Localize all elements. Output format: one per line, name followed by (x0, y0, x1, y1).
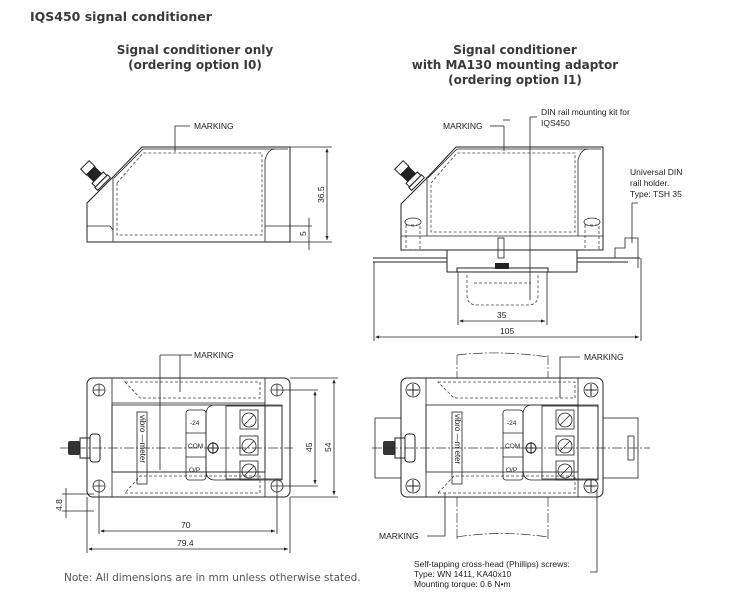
dim-4-8: 4.8 (54, 499, 64, 511)
left-view-heading: Signal conditioner only (ordering option… (95, 43, 295, 73)
dim-base-5: 5 (298, 231, 308, 236)
right-brand-text: vibro —m eter (453, 414, 462, 465)
screw-icon (583, 217, 601, 251)
screw-icon (404, 217, 422, 251)
right-heading-line1: Signal conditioner (453, 43, 577, 57)
right-top-view: vibro —m eter -24 COM O/P MARKING MARKIN… (372, 352, 650, 589)
mounting-hole-icon (92, 383, 106, 397)
phillips-screw-icon (583, 478, 599, 494)
screw-spec-line2: Type: WN 1411, KA40x10 (414, 569, 511, 579)
rail-holder-label-line2: rail holder. (630, 178, 669, 188)
rail-holder-label-line3: Type: TSH 35 (630, 189, 682, 199)
right-heading-line2: with MA130 mounting adaptor (411, 58, 619, 72)
right-heading-line3: (ordering option I1) (448, 73, 582, 87)
din-kit-label-line1: DIN rail mounting kit for (541, 107, 630, 117)
right-terminal-label: -24 (507, 420, 517, 427)
dim-total-105: 105 (500, 326, 514, 336)
connector-icon (79, 159, 112, 192)
terminal-screw-icon (557, 438, 573, 454)
right-terminal-label: O/P (506, 467, 517, 474)
screw-spec-line1: Self-tapping cross-head (Phillips) screw… (414, 559, 570, 569)
right-view-heading: Signal conditioner with MA130 mounting a… (400, 43, 630, 88)
mounting-hole-icon (270, 479, 284, 493)
right-side-marking-label: MARKING (443, 121, 483, 131)
left-top-view: vibro —meter -24 COM O/P MARKING (54, 350, 338, 553)
right-top-marking-label: MARKING (584, 352, 624, 362)
left-terminal-label: O/P (189, 467, 200, 474)
dim-79-4: 79.4 (177, 538, 194, 548)
phillips-screw-icon (405, 382, 421, 398)
left-top-marking-label: MARKING (194, 350, 234, 360)
right-bottom-marking-label: MARKING (379, 531, 419, 541)
terminal-screw-icon (241, 438, 257, 454)
dim-70: 70 (181, 520, 191, 530)
dim-rail-35: 35 (497, 310, 507, 320)
dim-height-36-5: 36.5 (316, 186, 326, 203)
terminal-screw-icon (557, 412, 573, 428)
terminal-screw-icon (557, 463, 573, 479)
left-side-marking-label: MARKING (194, 121, 234, 131)
terminal-screw-icon (241, 463, 257, 479)
right-terminal-label: COM (505, 443, 520, 450)
left-terminal-label: -24 (190, 420, 200, 427)
left-terminal-label: COM (188, 443, 203, 450)
screw-spec-line3: Mounting torque: 0.6 N•m (414, 579, 511, 589)
phillips-screw-icon (405, 478, 421, 494)
page-title: IQS450 signal conditioner (30, 9, 212, 24)
dim-54: 54 (323, 442, 333, 452)
din-kit-label-line2: IQS450 (541, 118, 570, 128)
terminal-screw-icon (241, 412, 257, 428)
dimensions-note: Note: All dimensions are in mm unless ot… (64, 572, 361, 584)
left-heading-line1: Signal conditioner only (116, 43, 274, 57)
left-side-view: MARKING 36.5 5 (79, 121, 332, 250)
left-brand-text: vibro —meter (138, 415, 147, 463)
phillips-screw-icon (583, 382, 599, 398)
dim-45: 45 (304, 442, 314, 452)
right-side-view: DIN rail mounting kit for IQS450 MARKING… (373, 107, 682, 341)
mounting-hole-icon (270, 383, 284, 397)
connector-icon (393, 159, 426, 192)
rail-holder-label-line1: Universal DIN (630, 167, 682, 177)
left-heading-line2: (ordering option I0) (128, 58, 262, 72)
mounting-hole-icon (92, 479, 106, 493)
